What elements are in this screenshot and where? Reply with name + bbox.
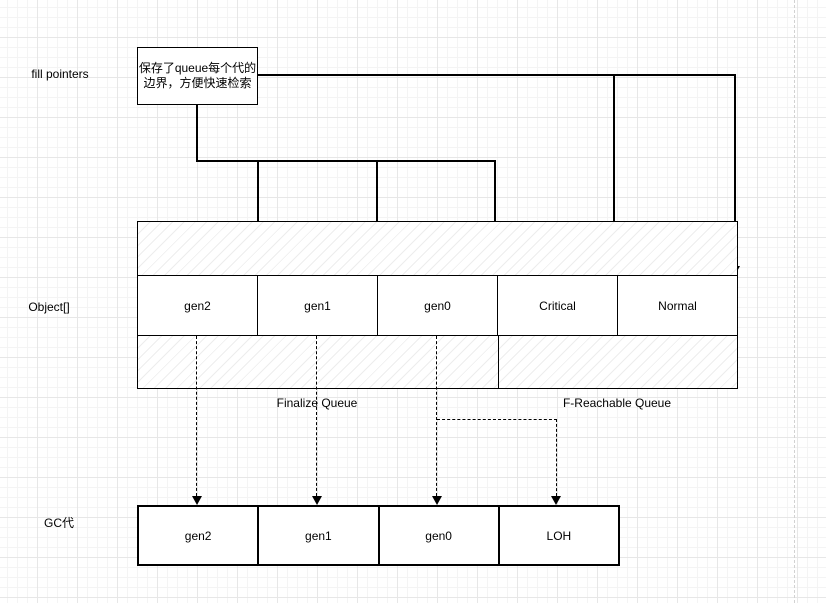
queue-generation-row: gen2 gen1 gen0 Critical Normal xyxy=(138,276,737,336)
queue-cell-normal[interactable]: Normal xyxy=(658,298,697,313)
arrowhead-gc-gen1 xyxy=(312,496,322,505)
connector-drop-gen2-gen1[interactable] xyxy=(257,160,259,267)
gc-generations-label[interactable]: GC代 xyxy=(43,516,74,530)
connector-drop-critical-normal[interactable] xyxy=(613,74,615,267)
f-reachable-queue-label[interactable]: F-Reachable Queue xyxy=(562,396,672,410)
connector-drop-queue-end[interactable] xyxy=(734,74,736,267)
dashed-connector-gen0[interactable] xyxy=(436,336,437,496)
page-break-line xyxy=(794,0,795,603)
note-text-line1: 保存了queue每个代的 xyxy=(138,61,257,75)
queue-footer-hatch-row[interactable] xyxy=(138,336,737,388)
connector-note-bottom-vertical[interactable] xyxy=(196,104,198,162)
connector-drop-gen0-critical[interactable] xyxy=(494,160,496,267)
gc-cell-gen0[interactable]: gen0 xyxy=(380,507,500,564)
queue-header-hatch-row[interactable] xyxy=(138,222,737,276)
arrowhead-gc-gen2 xyxy=(192,496,202,505)
arrowhead-gc-loh xyxy=(551,496,561,505)
object-array-label[interactable]: Object[] xyxy=(28,300,70,314)
dashed-connector-gen2[interactable] xyxy=(196,336,197,496)
arrowhead-gc-gen0 xyxy=(432,496,442,505)
gc-cell-loh[interactable]: LOH xyxy=(546,528,572,543)
gc-cell-gen1[interactable]: gen1 xyxy=(259,507,380,564)
fill-pointers-label[interactable]: fill pointers xyxy=(31,67,89,81)
connector-lower-horizontal[interactable] xyxy=(196,160,496,162)
connector-drop-gen1-gen0[interactable] xyxy=(376,160,378,267)
note-text-line2: 边界，方便快速检索 xyxy=(143,76,252,90)
queue-cell-critical[interactable]: Critical xyxy=(498,276,618,335)
dashed-connector-loh-horizontal[interactable] xyxy=(437,419,557,420)
note-box[interactable]: 保存了queue每个代的 边界，方便快速检索 xyxy=(137,47,258,105)
gc-generations-table[interactable]: gen2 gen1 gen0 LOH xyxy=(137,505,620,566)
queue-cell-gen0[interactable]: gen0 xyxy=(378,276,498,335)
queue-cell-gen2[interactable]: gen2 xyxy=(138,276,258,335)
finalize-queue-label[interactable]: Finalize Queue xyxy=(276,396,358,410)
gc-cell-gen2[interactable]: gen2 xyxy=(139,507,260,564)
connector-upper-horizontal[interactable] xyxy=(257,74,736,76)
queue-cell-gen1[interactable]: gen1 xyxy=(258,276,378,335)
finalize-freachable-divider xyxy=(498,336,499,388)
dashed-connector-loh[interactable] xyxy=(556,419,557,496)
object-queue-table[interactable]: gen2 gen1 gen0 Critical Normal xyxy=(137,221,738,389)
dashed-connector-gen1[interactable] xyxy=(316,336,317,496)
